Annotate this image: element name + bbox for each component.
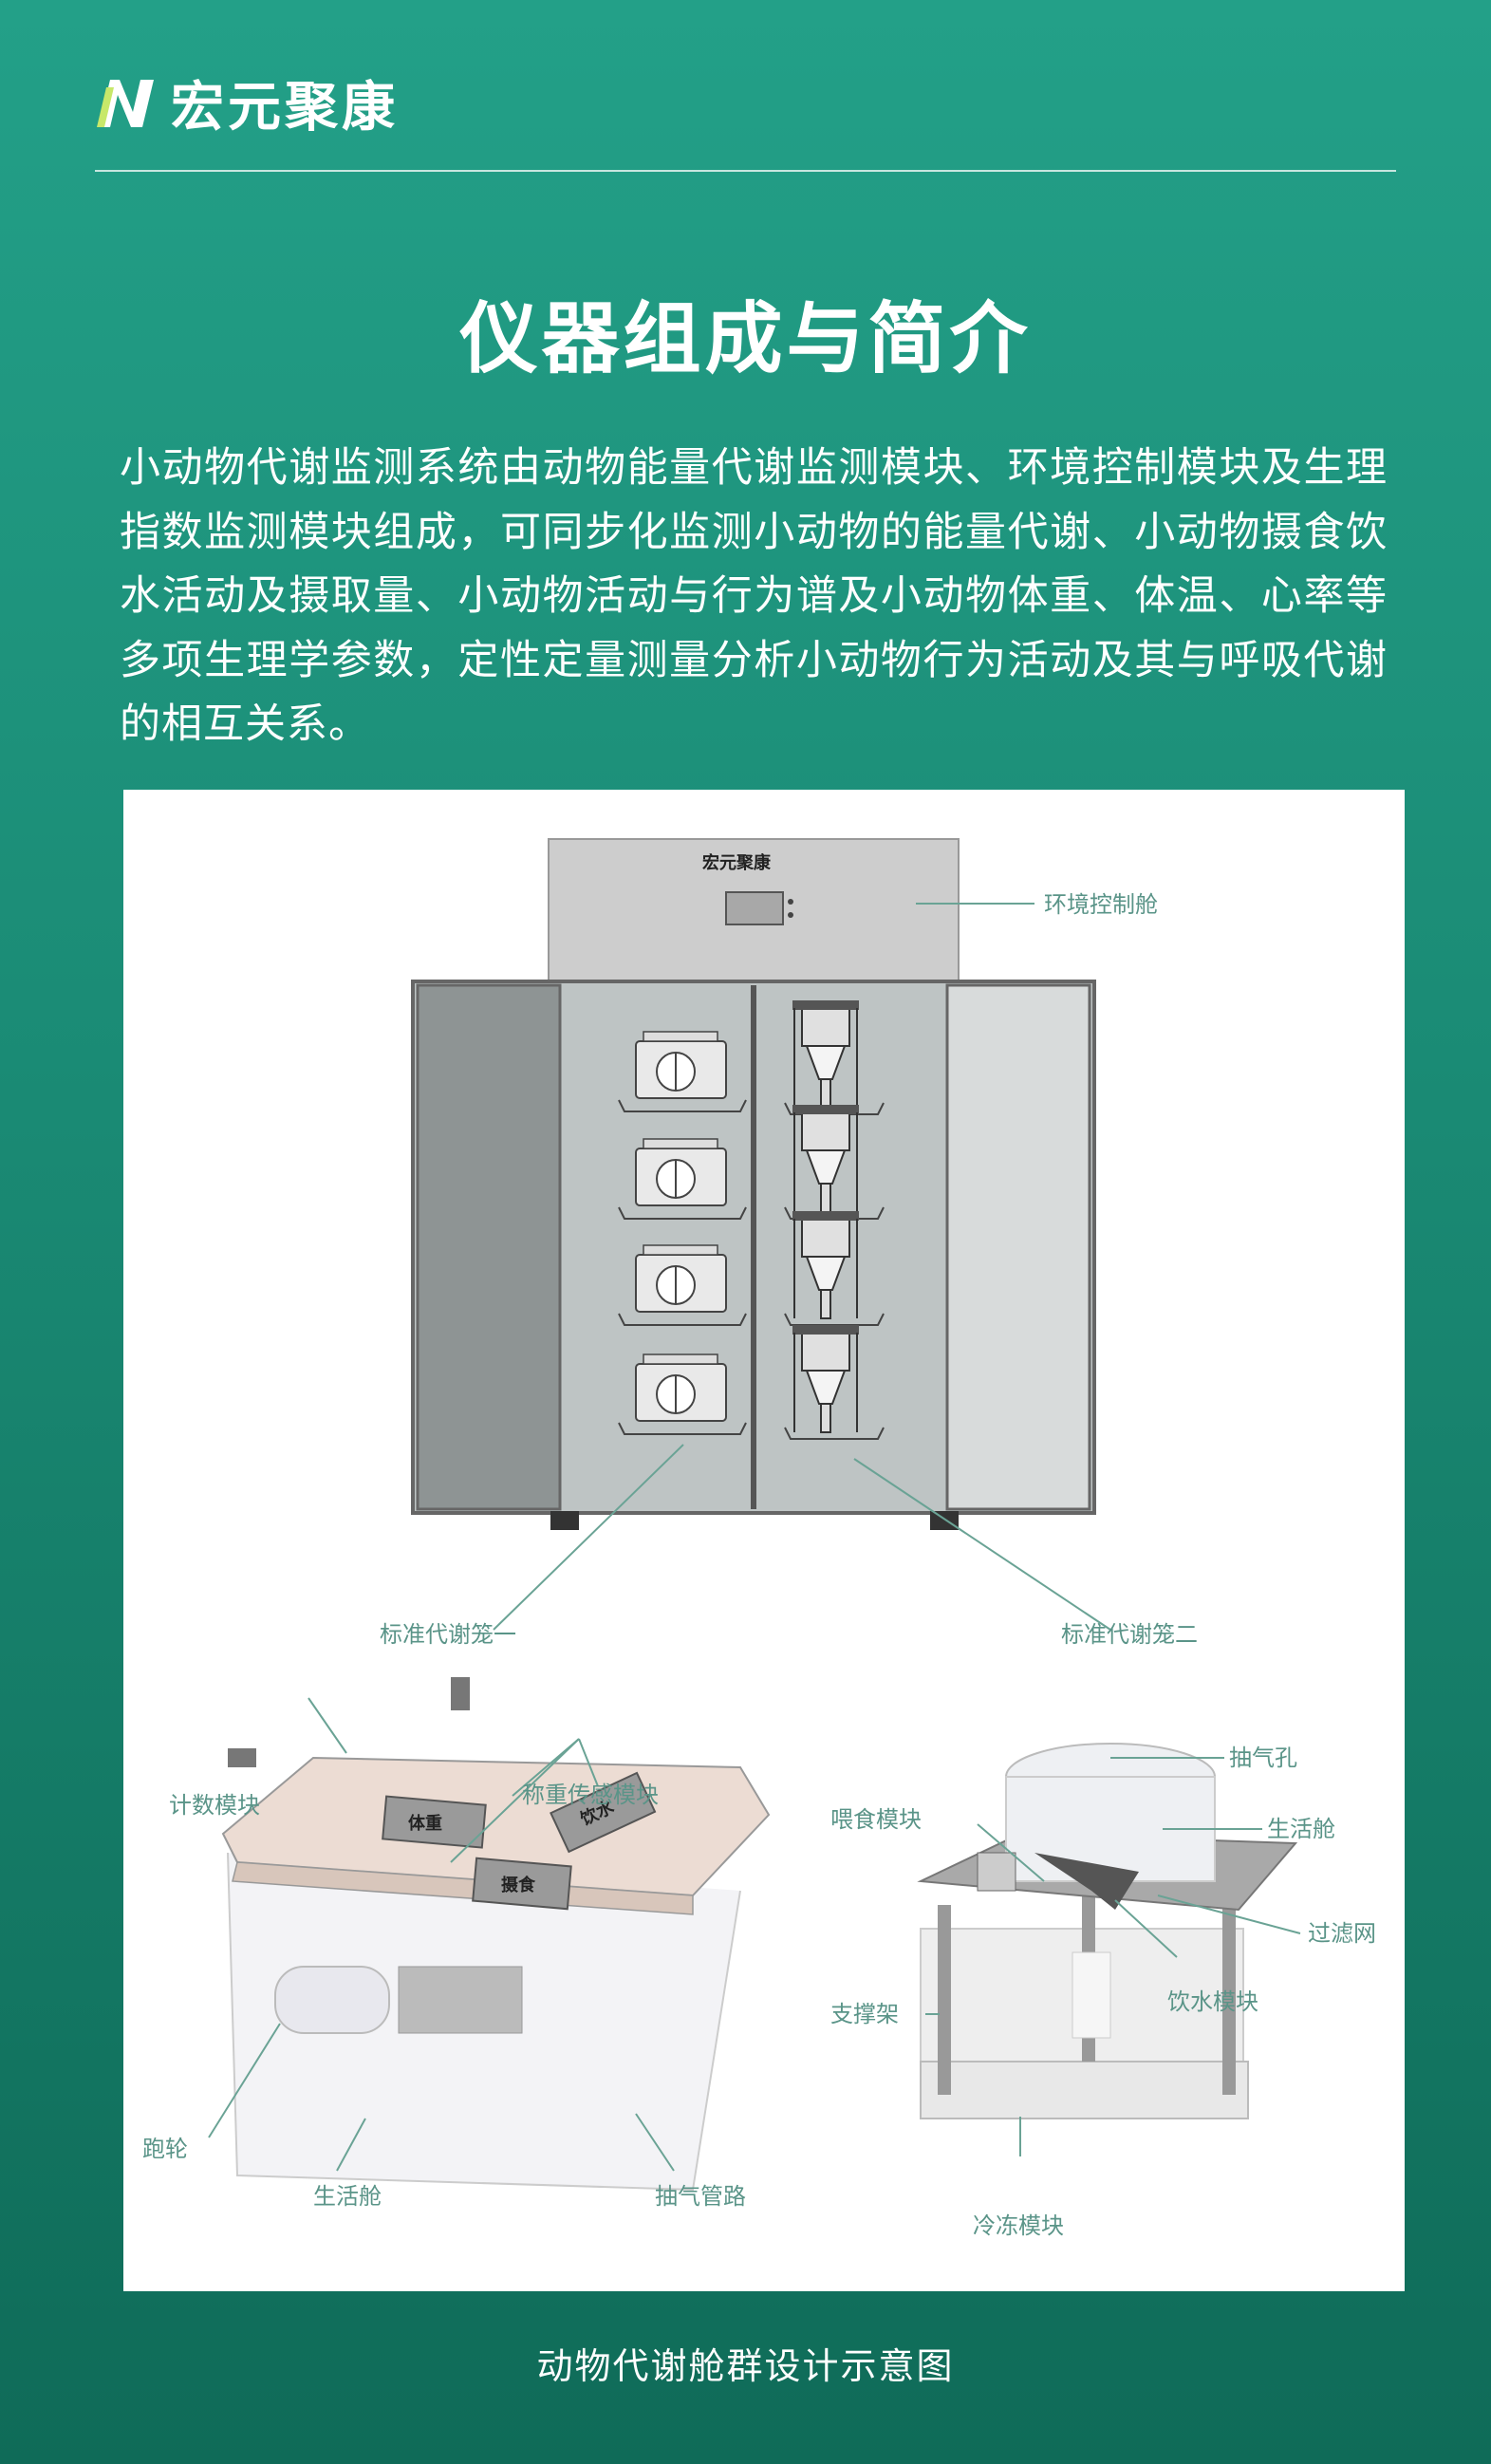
freezing-module-label: 冷冻模块: [973, 2212, 1064, 2239]
filter-label: 过滤网: [1308, 1920, 1376, 1947]
cage-two-label: 标准代谢笼二: [1061, 1621, 1198, 1648]
module-weight: 体重: [408, 1813, 442, 1834]
drinking-module-label: 饮水模块: [1167, 1988, 1258, 2015]
counter-label: 计数模块: [169, 1792, 260, 1819]
exhaust-pipe-label: 抽气管路: [655, 2183, 746, 2210]
brand-name: 宏元聚康: [171, 76, 399, 139]
metabolic-cage-right-illustration: 抽气孔 喂食模块 生活舱 过滤网 饮水模块 支撑架 冷冻模块: [830, 1743, 1376, 2239]
intro-paragraph: 小动物代谢监测系统由动物能量代谢监测模块、环境控制模块及生理指数监测模块组成，可…: [120, 444, 1388, 748]
cage-one-label: 标准代谢笼一: [380, 1621, 516, 1648]
right-living-label: 生活舱: [1267, 1816, 1335, 1842]
support-frame-label: 支撑架: [830, 2001, 899, 2027]
wheel-label: 跑轮: [142, 2136, 188, 2162]
left-living-label: 生活舱: [313, 2183, 382, 2210]
n-letter-logo-icon: [97, 80, 154, 127]
exhaust-hole-label: 抽气孔: [1229, 1745, 1297, 1771]
weigh-sensor-label: 称重传感模块: [522, 1782, 659, 1808]
design-figure: 宏元聚康 环境控制舱 标准代谢笼一 标准代谢笼二: [123, 790, 1405, 2291]
page-title: 仪器组成与简介: [459, 294, 1032, 384]
header-divider: [95, 170, 1396, 172]
metabolic-cage-left-illustration: 体重 饮水 摄食 计数模块 称重传感模块 跑轮 生活舱 抽气管路: [142, 1677, 771, 2210]
feeding-module-label: 喂食模块: [830, 1806, 922, 1833]
figure-caption: 动物代谢舱群设计示意图: [536, 2345, 955, 2387]
cabinet-brand: 宏元聚康: [702, 852, 772, 873]
brand-header: 宏元聚康: [95, 65, 399, 140]
module-feeding: 摄食: [501, 1875, 536, 1895]
env-chamber-label: 环境控制舱: [1044, 891, 1158, 918]
cabinet-illustration: 宏元聚康 环境控制舱 标准代谢笼一 标准代谢笼二: [380, 838, 1198, 1648]
